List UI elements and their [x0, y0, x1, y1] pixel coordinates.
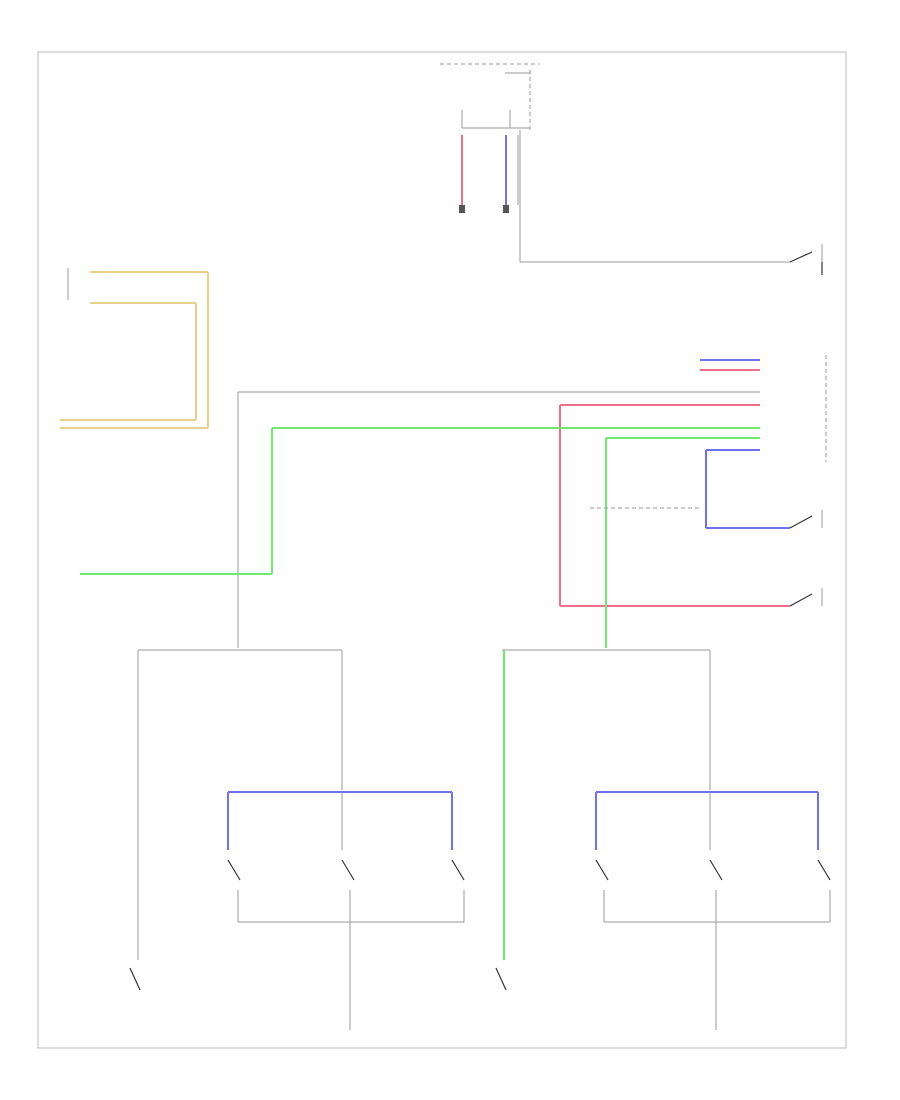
left-harness [129, 600, 465, 1030]
connector-pin [459, 205, 465, 213]
right-connector-block [80, 355, 827, 648]
diagram-border [37, 51, 847, 1049]
top-module [440, 63, 823, 275]
fuel-level-sender [60, 268, 209, 429]
connector-pin [503, 205, 509, 213]
right-harness [495, 649, 831, 1030]
